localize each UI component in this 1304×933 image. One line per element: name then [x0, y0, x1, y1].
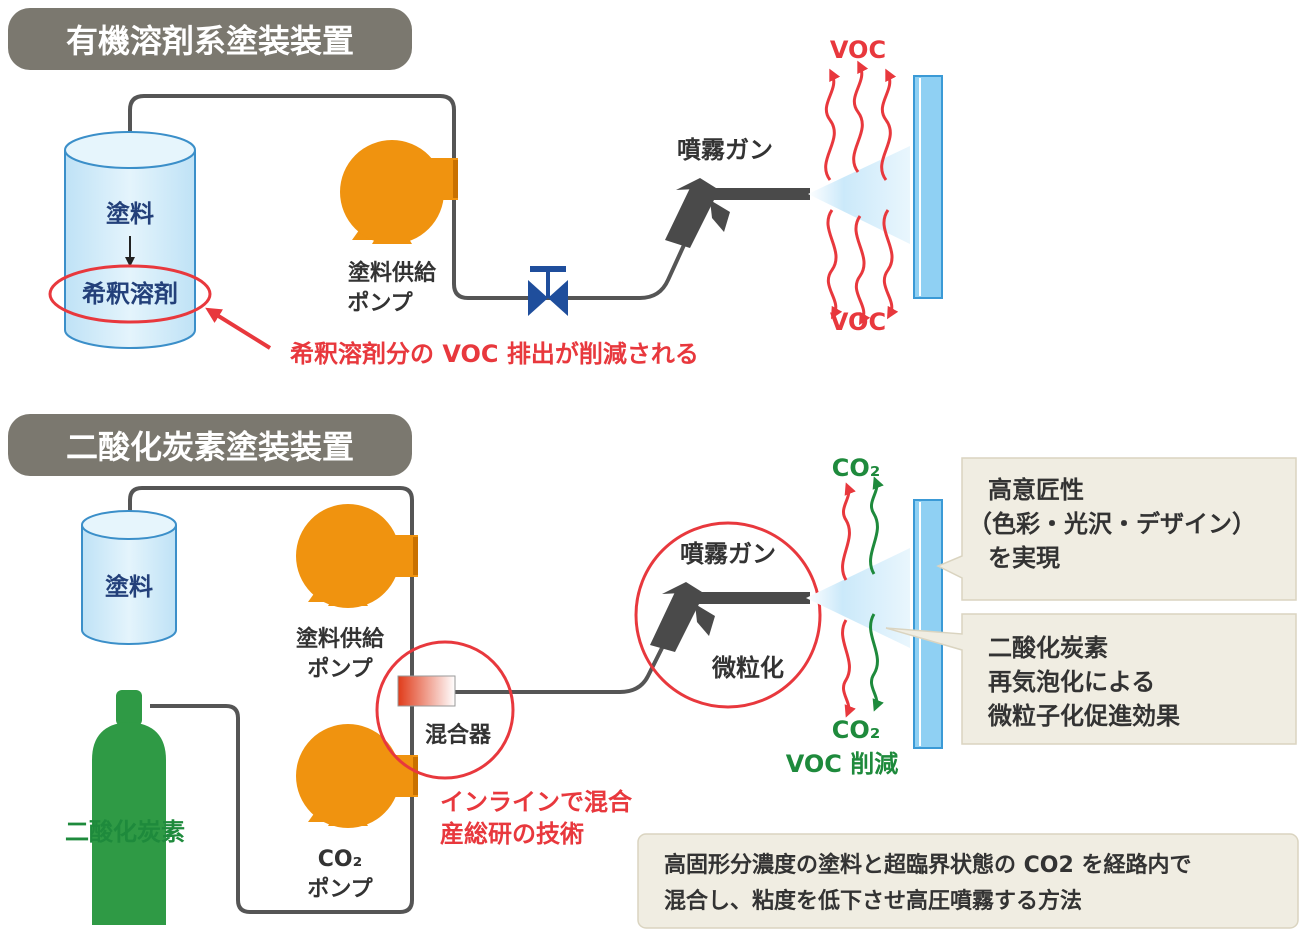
co2-section: 二酸化炭素塗装装置 塗料 二酸化炭素 塗料供給 ポンプ: [8, 414, 1299, 929]
co2-tank-label: 塗料: [105, 573, 153, 601]
organic-callout: 希釈溶剤分の VOC 排出が削減される: [290, 340, 699, 368]
organic-gun-label: 噴霧ガン: [677, 136, 773, 164]
organic-pipe-pump-to-gun: [452, 200, 702, 300]
effect-note-box: [885, 613, 1297, 745]
co2-pipe-mixer-to-gun: [455, 611, 682, 694]
voc-reduction-label: VOC 削減: [786, 750, 899, 778]
co2-pipe-loop: [128, 486, 414, 914]
design-note-box: [936, 457, 1297, 601]
organic-tank-solvent-label: 希釈溶剤: [82, 280, 178, 308]
organic-pipe-tank-to-pump: [128, 94, 456, 160]
effect-note-line-3: 微粒子化促進効果: [987, 702, 1180, 730]
co2-paint-pump-label-1: 塗料供給: [296, 626, 385, 652]
co2-paint-tank: [81, 510, 177, 645]
mixer-highlight-circle: [375, 640, 515, 780]
co2-emission-arrows: [841, 476, 884, 718]
inline-mixing-text: インラインで混合: [440, 788, 633, 816]
method-summary-line-2: 混合し、粘度を低下させ高圧噴霧する方法: [664, 888, 1082, 914]
co2-cylinder: [92, 690, 166, 925]
co2-spray-gun: [650, 582, 810, 652]
co2-target-wall: [913, 499, 943, 749]
organic-voc-bottom: VOC: [830, 308, 886, 336]
co2-pump-label-2: ポンプ: [307, 876, 373, 902]
aist-technology-text: 産総研の技術: [440, 820, 584, 848]
organic-paint-pump: [340, 140, 458, 244]
organic-pump-label-1: 塗料供給: [348, 260, 437, 286]
co2-title-bar: [8, 414, 412, 476]
valve-icon: [528, 266, 568, 316]
effect-note-line-1: 二酸化炭素: [988, 634, 1108, 662]
co2-paint-pump-label-2: ポンプ: [307, 656, 373, 682]
co2-title: 二酸化炭素塗装装置: [66, 428, 354, 466]
organic-title-bar: [8, 8, 412, 70]
co2-paint-pump: [296, 504, 418, 608]
co2-pump-label-1: CO₂: [318, 847, 362, 872]
organic-title: 有機溶剤系塗装装置: [66, 22, 354, 60]
gun-highlight-circle: [634, 521, 822, 709]
atomize-label: 微粒化: [711, 654, 784, 682]
organic-voc-arrows: [824, 60, 899, 326]
effect-note-line-2: 再気泡化による: [988, 668, 1155, 696]
co2-pump: [296, 724, 418, 828]
co2-emission-bottom: CO₂: [832, 716, 881, 744]
organic-target-wall: [913, 75, 943, 299]
cylinder-label: 二酸化炭素: [65, 818, 185, 846]
method-summary-line-1: 高固形分濃度の塗料と超臨界状態の CO2 を経路内で: [664, 852, 1191, 878]
design-note-line-1: 高意匠性: [988, 476, 1084, 504]
co2-gun-label: 噴霧ガン: [680, 540, 776, 568]
method-summary-box: [637, 833, 1299, 929]
organic-tank-paint-label: 塗料: [106, 200, 154, 228]
mixer-label: 混合器: [425, 722, 492, 748]
callout-arrow: [205, 307, 272, 350]
organic-voc-top: VOC: [830, 36, 886, 64]
solvent-highlight-circle: [48, 264, 212, 324]
organic-section: 有機溶剤系塗装装置 塗料 希釈溶剤 塗料供給 ポンプ: [8, 8, 943, 368]
organic-spray-cone: [808, 146, 910, 244]
organic-spray-gun: [665, 178, 810, 248]
organic-pump-label-2: ポンプ: [347, 290, 413, 316]
mixer-icon: [397, 675, 456, 707]
design-note-line-3: を実現: [988, 544, 1060, 572]
co2-spray-cone: [806, 548, 910, 648]
co2-emission-top: CO₂: [832, 454, 881, 482]
design-note-line-2: （色彩・光沢・デザイン）: [968, 510, 1256, 538]
